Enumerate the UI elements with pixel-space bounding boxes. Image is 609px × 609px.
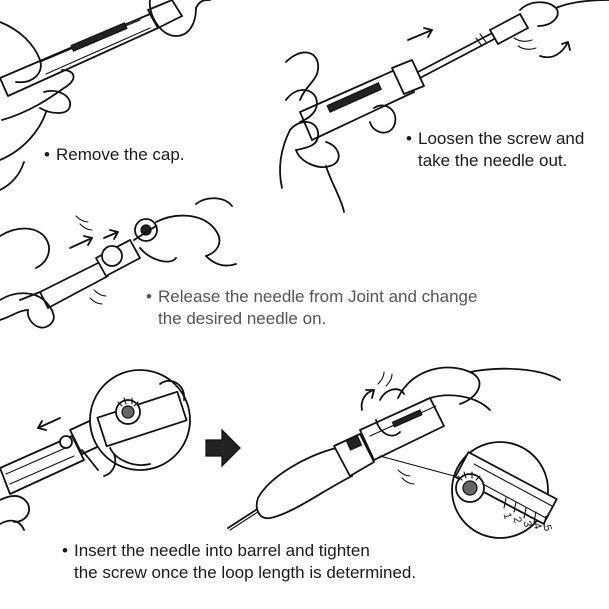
right-arrow-icon — [206, 430, 240, 466]
bullet: • — [406, 128, 418, 150]
bullet: • — [62, 540, 74, 562]
step-insert-needle-caption: •Insert the needle into barrel and tight… — [62, 540, 416, 584]
step-remove-cap-caption: •Remove the cap. — [44, 144, 185, 166]
caption-line: take the needle out. — [418, 151, 567, 170]
bullet: • — [146, 286, 158, 308]
bullet: • — [44, 144, 56, 166]
step-loosen-screw-caption: •Loosen the screw and take the needle ou… — [406, 128, 584, 172]
caption-line: the desired needle on. — [158, 309, 326, 328]
loosen-screw-illustration — [280, 0, 609, 212]
caption-line: Release the needle from Joint and change — [158, 287, 477, 306]
caption-line: Loosen the screw and — [418, 129, 584, 148]
step-release-needle-caption: •Release the needle from Joint and chang… — [146, 286, 477, 330]
caption-line: the screw once the loop length is determ… — [74, 563, 416, 582]
caption-line: Insert the needle into barrel and tighte… — [74, 541, 370, 560]
caption-line: Remove the cap. — [56, 145, 185, 164]
insert-needle-illustration — [0, 370, 190, 530]
